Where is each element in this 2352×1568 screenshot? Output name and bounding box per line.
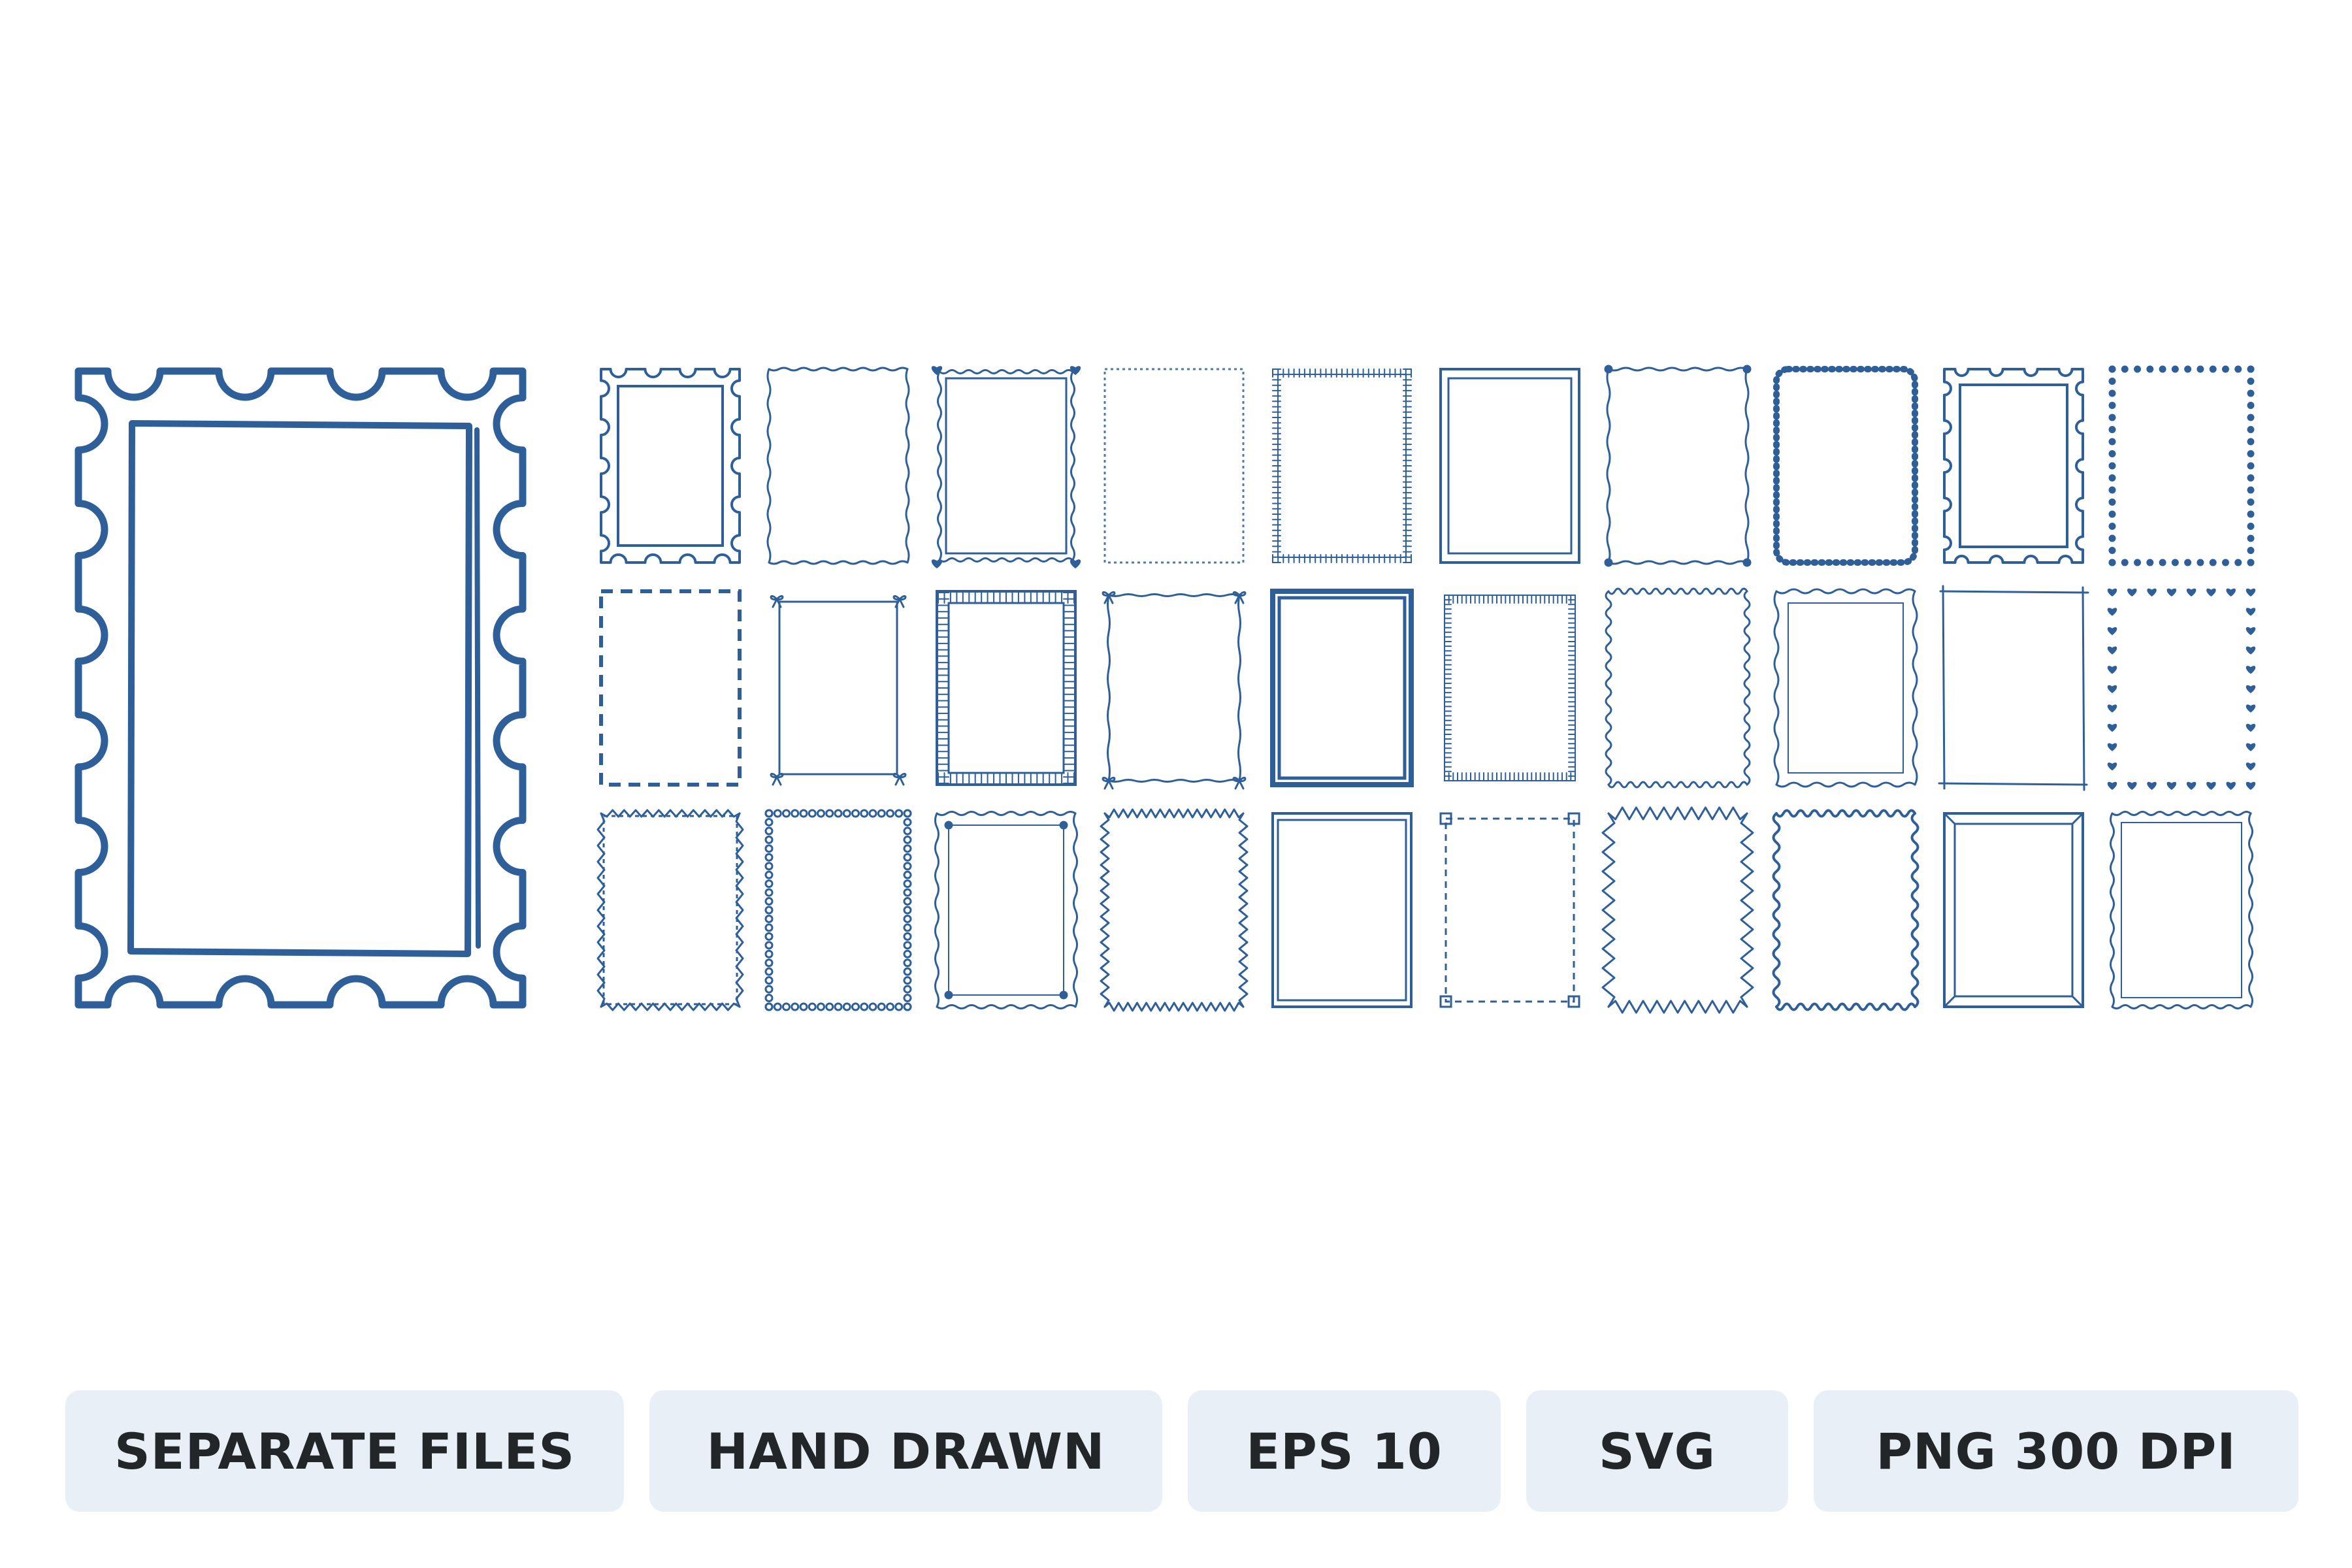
frame-thumbnail-scalloped-dots-corner <box>934 811 1078 1009</box>
frame-thumbnail-hearts <box>2107 588 2256 790</box>
frame-thumbnail-postage-stamp <box>600 368 741 564</box>
frame-thumbnail-zigzag <box>1100 808 1249 1012</box>
frame-thumbnail-dashed-bold <box>599 589 742 787</box>
frame-thumbnail-dotted-light <box>1103 368 1245 564</box>
badge-svg: SVG <box>1526 1390 1788 1512</box>
frame-thumbnail-sketch-overshoot <box>1938 585 2089 791</box>
badge-eps-10: EPS 10 <box>1188 1390 1501 1512</box>
badge-hand-drawn: HAND DRAWN <box>649 1390 1162 1512</box>
frame-thumbnail-fringe <box>1272 368 1412 563</box>
frame-thumbnail-double-line <box>1439 368 1580 564</box>
frame-thumbnail-wavy-double <box>1773 588 1918 788</box>
frame-thumbnail-hatched-thick <box>936 590 1077 786</box>
badge-label: HAND DRAWN <box>706 1422 1105 1480</box>
frame-thumbnail-wavy-corner-dots <box>1604 365 1752 567</box>
frame-thumbnail-beveled <box>1943 812 2084 1008</box>
frame-thumbnail-bold-double <box>1270 589 1414 787</box>
frame-thumbnail-loops <box>1605 587 1751 789</box>
frame-thumbnail-scalloped <box>2110 811 2253 1009</box>
frame-thumbnail-zigzag-wild <box>1601 806 1754 1014</box>
frame-thumbnail-grid <box>596 365 2256 1014</box>
featured-stamp-frame <box>74 367 527 1009</box>
frame-thumbnail-wavy-thin <box>766 367 910 565</box>
frame-thumbnail-dots <box>2108 365 2255 566</box>
feature-badges: SEPARATE FILES HAND DRAWN EPS 10 SVG PNG… <box>0 1390 2352 1512</box>
frame-thumbnail-double-box <box>1271 812 1413 1008</box>
badge-separate-files: SEPARATE FILES <box>65 1390 624 1512</box>
frame-thumbnail-stamp-inner-rect <box>1943 368 2084 564</box>
frame-thumbnail-dashed-square-corner <box>1439 812 1580 1008</box>
frame-thumbnail-bows-corner <box>770 595 907 786</box>
frame-thumbnail-triangles <box>596 809 744 1011</box>
badge-label: SEPARATE FILES <box>114 1422 576 1480</box>
frame-thumbnail-beads <box>764 809 912 1011</box>
frame-thumbnail-fringe-vertical <box>1444 595 1576 781</box>
badge-label: SVG <box>1599 1422 1716 1480</box>
badge-label: PNG 300 DPI <box>1876 1422 2236 1480</box>
frame-thumbnail-loops-bold <box>1772 809 1919 1011</box>
frame-thumbnail-wavy-hearts-corner <box>931 366 1081 568</box>
badge-label: EPS 10 <box>1246 1422 1443 1480</box>
badge-png-300-dpi: PNG 300 DPI <box>1814 1390 2298 1512</box>
frame-thumbnail-ribbons-corner <box>1102 591 1247 790</box>
frame-thumbnail-dashes-bold <box>1773 366 1918 566</box>
